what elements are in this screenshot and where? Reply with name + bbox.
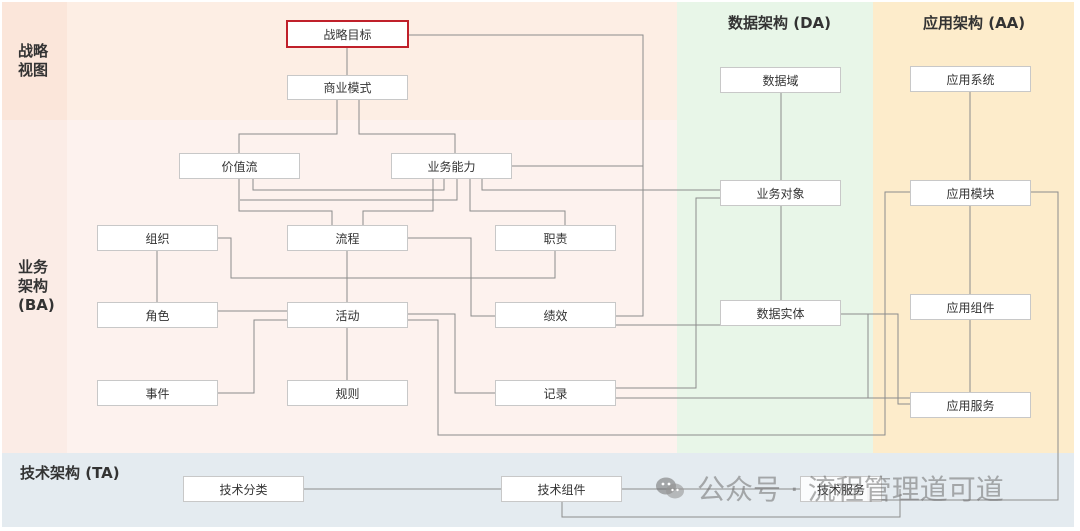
edge-value-capability-a <box>252 179 445 191</box>
edge-model-capability <box>358 99 456 153</box>
edge-capability-object <box>481 179 720 191</box>
node-tech-category: 技术分类 <box>183 476 304 502</box>
node-value-stream: 价值流 <box>179 153 300 179</box>
edge-record-module-2 <box>800 191 910 399</box>
strategy-view-label: 战略 视图 <box>18 42 49 79</box>
edge-entity-appservice <box>841 313 910 405</box>
ta-label: 技术架构 (TA) <box>20 464 120 482</box>
node-role: 角色 <box>97 302 218 328</box>
label-column-ba <box>2 120 67 453</box>
node-data-domain: 数据域 <box>720 67 841 93</box>
ba-label: 业务 架构 (BA) <box>18 258 55 314</box>
watermark-text: 公众号 · 流程管理道可道 <box>697 473 1004 506</box>
edge-process-performance <box>408 237 495 317</box>
edge-activity-record <box>408 313 495 394</box>
node-app-component: 应用组件 <box>910 294 1031 320</box>
node-rule: 规则 <box>287 380 408 406</box>
edge-module-techservice <box>867 191 1059 501</box>
node-app-module: 应用模块 <box>910 180 1031 206</box>
label-column-strategy <box>2 2 67 120</box>
node-organization: 组织 <box>97 225 218 251</box>
node-business-capability: 业务能力 <box>391 153 512 179</box>
node-record: 记录 <box>495 380 616 406</box>
node-activity: 活动 <box>287 302 408 328</box>
edge-activity-event <box>217 319 287 394</box>
node-business-object: 业务对象 <box>720 180 841 206</box>
node-business-model: 商业模式 <box>287 75 408 100</box>
node-responsibility: 职责 <box>495 225 616 251</box>
edge-capability-process <box>362 179 434 225</box>
edge-activity-appservice <box>408 319 910 436</box>
node-app-system: 应用系统 <box>910 66 1031 92</box>
edge-capability-org <box>240 179 458 201</box>
edge-record-object <box>616 197 720 389</box>
edge-record-module <box>616 313 869 399</box>
edge-goal-bus <box>408 34 644 317</box>
da-title: 数据架构 (DA) <box>728 14 831 32</box>
node-strategy-goal: 战略目标 <box>286 20 409 48</box>
edge-value-process <box>238 179 333 225</box>
aa-title: 应用架构 (AA) <box>923 14 1026 32</box>
edge-component-loop <box>561 489 901 518</box>
node-app-service: 应用服务 <box>910 392 1031 418</box>
watermark: 公众号 · 流程管理道可道 <box>655 468 1004 508</box>
node-event: 事件 <box>97 380 218 406</box>
node-tech-component: 技术组件 <box>501 476 622 502</box>
edge-model-value <box>238 99 338 153</box>
edge-capability-responsibility <box>469 179 566 225</box>
edge-org-loop <box>217 237 556 279</box>
node-data-entity: 数据实体 <box>720 300 841 326</box>
node-performance: 绩效 <box>495 302 616 328</box>
node-process: 流程 <box>287 225 408 251</box>
wechat-icon <box>655 475 685 501</box>
node-tech-service: 技术服务 <box>800 476 882 502</box>
